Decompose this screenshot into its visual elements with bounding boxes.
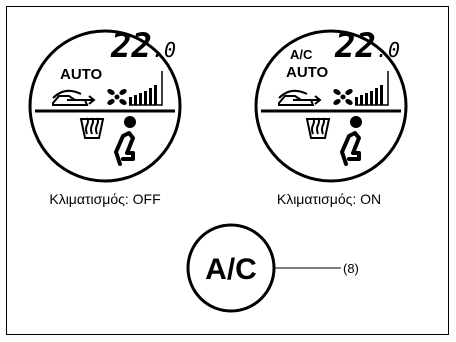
ac-on-caption: Κλιματισμός: ON [277, 191, 381, 207]
rear-defrost-icon [79, 117, 105, 139]
ac-button[interactable]: A/C [186, 223, 276, 313]
display-dial-outline [28, 29, 182, 183]
temperature-decimal: .0 [152, 38, 176, 62]
seated-occupant-icon [340, 116, 362, 166]
fan-icon [107, 89, 127, 105]
climate-display-off: AUTO 22 .0 [28, 26, 182, 207]
temperature-decimal: .0 [376, 38, 400, 62]
display-dial-outline [254, 29, 408, 183]
recirculation-car-icon [52, 89, 96, 106]
fan-speed-bars-icon [129, 71, 163, 106]
seated-occupant-icon [114, 116, 136, 166]
recirculation-car-icon [278, 89, 322, 106]
diagram-frame: AUTO 22 .0 [6, 6, 449, 335]
auto-mode-label: AUTO [60, 66, 103, 83]
climate-display-on: A/C AUTO 22 .0 [254, 26, 408, 207]
ac-diagram: AUTO 22 .0 [28, 26, 408, 313]
temperature-value: 22 [110, 26, 152, 66]
fan-icon [333, 89, 353, 105]
ac-indicator-label: A/C [290, 47, 313, 62]
ac-button-label: A/C [205, 253, 257, 286]
temperature-value: 22 [334, 26, 376, 66]
callout-number: (8) [343, 261, 359, 276]
ac-off-caption: Κλιματισμός: OFF [49, 191, 160, 207]
auto-mode-label: AUTO [286, 64, 329, 81]
rear-defrost-icon [305, 117, 331, 139]
fan-speed-bars-icon [355, 71, 389, 106]
